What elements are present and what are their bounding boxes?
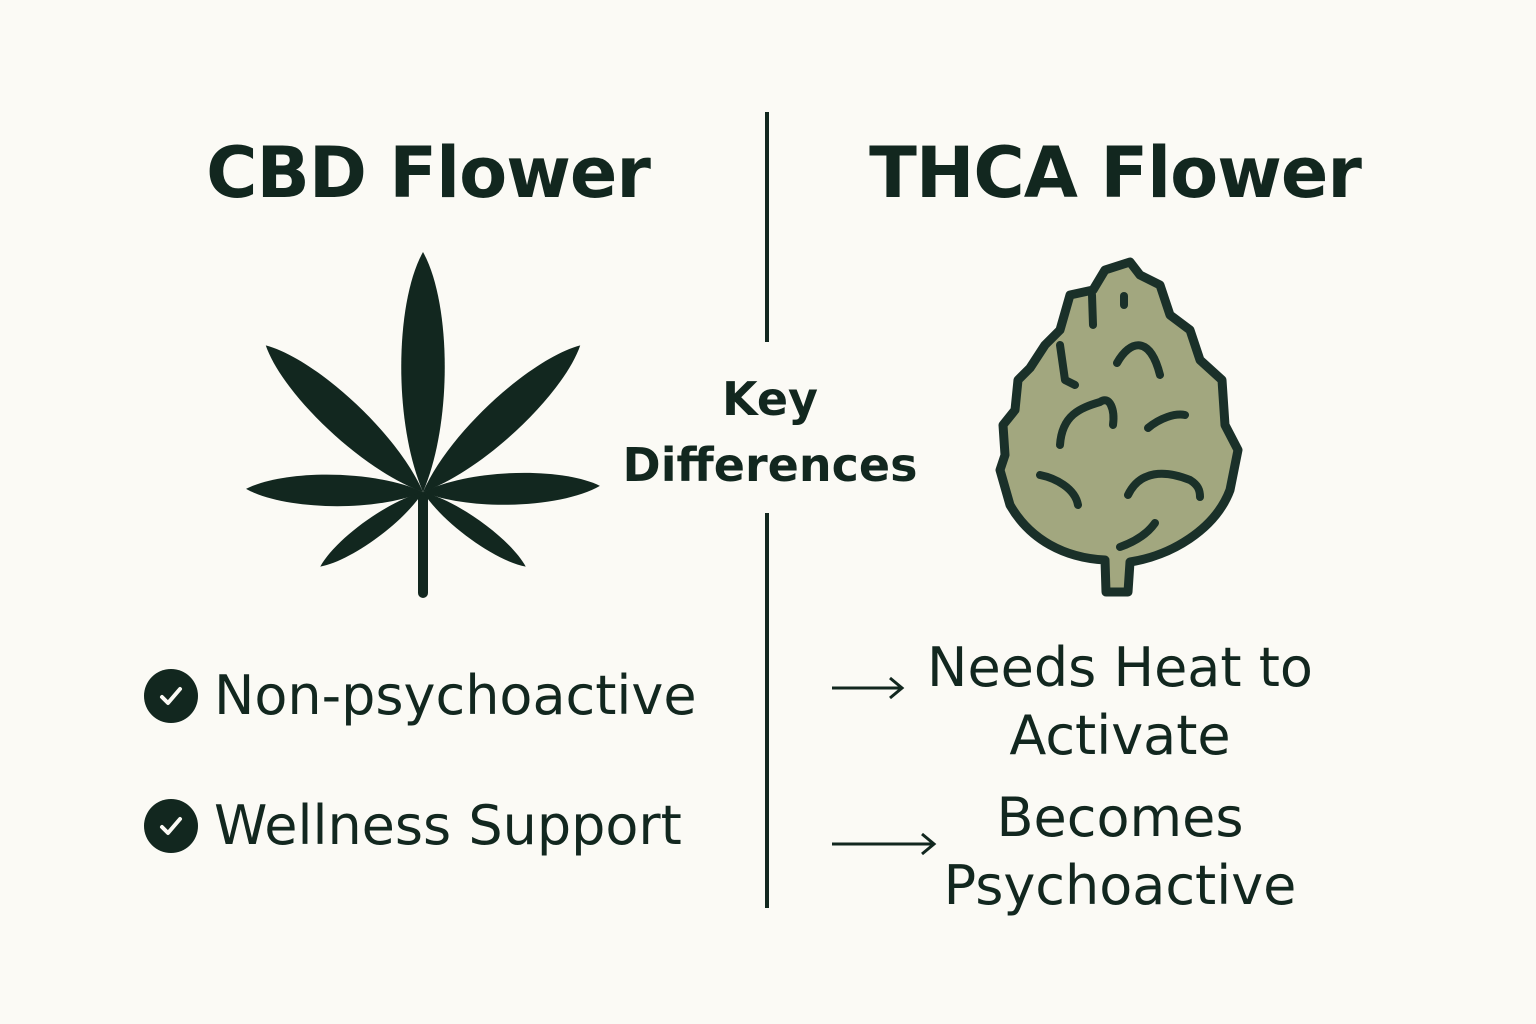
- key-differences-line2: Differences: [622, 438, 918, 492]
- arrow-right-icon: [832, 676, 905, 700]
- arrow-right-icon: [832, 832, 937, 856]
- key-differences-line1: Key: [721, 372, 819, 426]
- cannabis-bud-icon: [995, 257, 1243, 597]
- thca-item-becomes-psychoactive: Becomes Psychoactive: [944, 784, 1297, 920]
- item-line1: Needs Heat to: [927, 636, 1313, 699]
- thca-flower-title: THCA Flower: [869, 132, 1362, 214]
- check-circle-icon: [144, 668, 198, 723]
- cbd-flower-title: CBD Flower: [206, 132, 651, 214]
- item-label: Wellness Support: [214, 794, 682, 857]
- key-differences-label: Key Differences: [623, 366, 918, 498]
- item-line2: Psychoactive: [943, 854, 1297, 917]
- check-circle-icon: [144, 798, 198, 853]
- cbd-item-wellness-support: Wellness Support: [144, 794, 682, 857]
- item-line1: Becomes: [996, 786, 1244, 849]
- cbd-item-non-psychoactive: Non-psychoactive: [144, 664, 697, 727]
- item-line2: Activate: [1009, 704, 1231, 767]
- cannabis-leaf-icon: [246, 252, 600, 598]
- item-label: Non-psychoactive: [214, 664, 697, 727]
- thca-item-needs-heat: Needs Heat to Activate: [927, 634, 1313, 770]
